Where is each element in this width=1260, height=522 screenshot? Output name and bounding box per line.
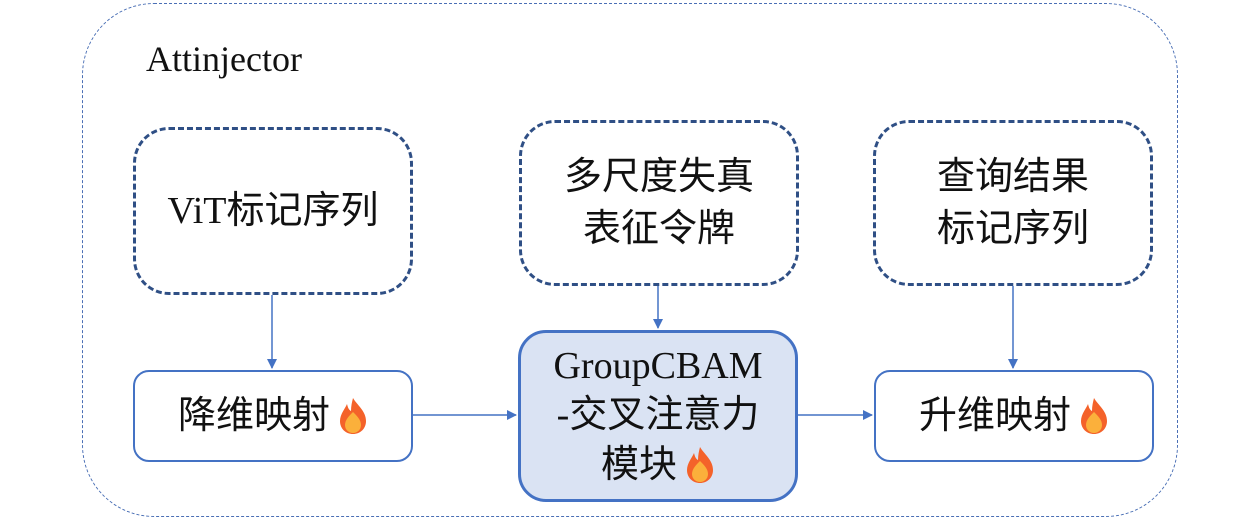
module-label: 升维映射 [918, 394, 1071, 437]
module-down-projection: 降维映射 [133, 370, 413, 462]
module-label-line-1: GroupCBAM [553, 344, 763, 387]
module-label-line-3: 模块 [600, 443, 677, 486]
fire-icon [340, 398, 366, 434]
input-label-line-2: 表征令牌 [582, 208, 735, 250]
diagram-title: Attinjector [146, 39, 302, 79]
module-label-line-2: -交叉注意力 [556, 394, 760, 437]
input-query-result-token-sequence: 查询结果 标记序列 [873, 120, 1153, 286]
input-label-line-1: 多尺度失真 [563, 155, 754, 198]
input-multiscale-distortion-tokens: 多尺度失真 表征令牌 [519, 120, 799, 286]
module-label: 降维映射 [177, 394, 330, 437]
input-vit-token-sequence: ViT标记序列 [133, 127, 413, 295]
input-label: ViT标记序列 [167, 189, 379, 232]
input-label-line-2: 标记序列 [936, 208, 1089, 250]
input-label-line-1: 查询结果 [936, 155, 1089, 198]
fire-icon [687, 447, 713, 484]
module-up-projection: 升维映射 [874, 370, 1154, 462]
fire-icon [1081, 398, 1107, 434]
attinjector-container [82, 3, 1178, 517]
module-groupcbam-cross-attention: GroupCBAM -交叉注意力 模块 [518, 330, 798, 502]
